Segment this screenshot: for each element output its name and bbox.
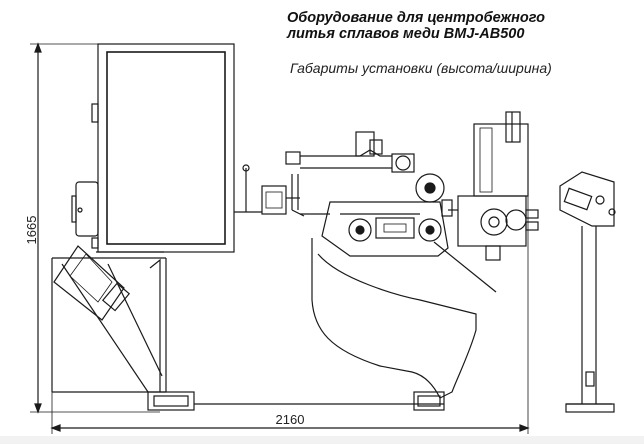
footer-band (0, 436, 644, 444)
side-motor (71, 181, 99, 237)
diagram-title: Оборудование для центробежного литья спл… (287, 10, 545, 42)
control-console (559, 171, 616, 413)
output-trough (311, 238, 497, 411)
title-line-1: Оборудование для центробежного (287, 10, 545, 26)
width-dimension-label: 2160 (276, 412, 305, 427)
width-dimension: 2160 (50, 190, 530, 434)
height-dimension-label: 1665 (24, 216, 39, 245)
tilted-chute (53, 245, 131, 321)
machine-frame (51, 257, 420, 411)
casting-drum-group (300, 173, 449, 257)
pressing-assembly (234, 131, 415, 217)
control-cabinet (91, 43, 235, 253)
diagram-subtitle: Габариты установки (высота/ширина) (290, 60, 552, 76)
title-line-2: литья сплавов меди BMJ-AB500 (287, 26, 525, 42)
height-dimension: 1665 (24, 42, 160, 414)
drive-unit (441, 111, 539, 261)
